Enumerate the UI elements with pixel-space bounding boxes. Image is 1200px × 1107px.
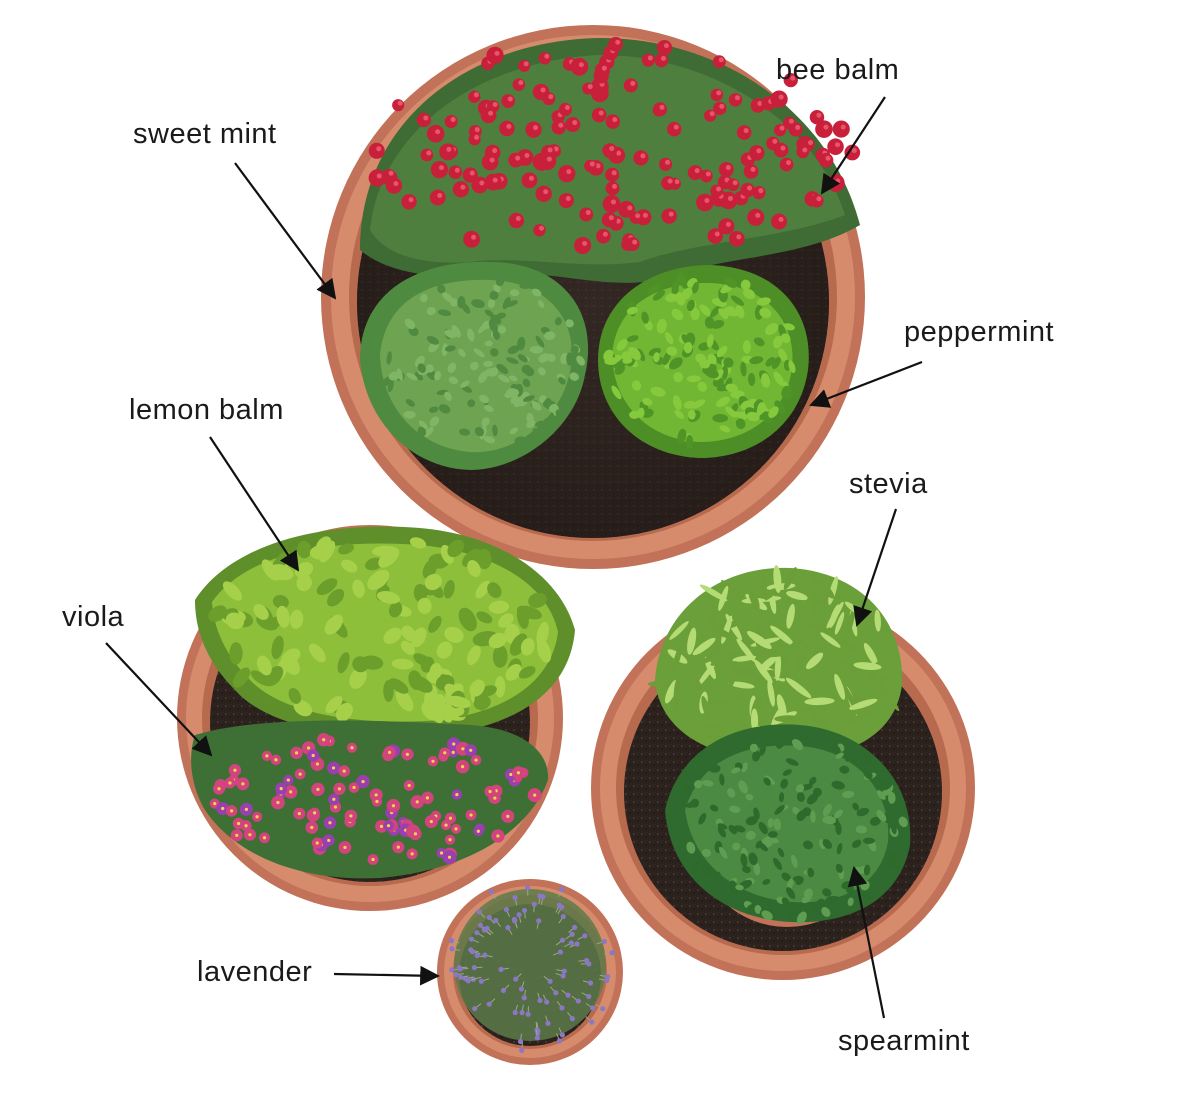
- arrow-viola: [105, 642, 213, 757]
- label-spearmint: spearmint: [838, 1025, 970, 1057]
- spearmint-leaves: [684, 733, 908, 925]
- bee-balm-plant: [360, 36, 861, 283]
- peppermint-leaves: [603, 271, 796, 450]
- arrow-stevia: [853, 508, 898, 627]
- stevia-leaves: [647, 565, 900, 753]
- label-viola: viola: [62, 601, 125, 633]
- arrow-spearmint: [847, 866, 886, 1019]
- peppermint-plant: [598, 265, 809, 458]
- viola-plant: [191, 720, 549, 879]
- lemon-balm-plant: [195, 526, 575, 737]
- viola-flowers: [209, 733, 542, 865]
- bee-balm-flowers: [368, 36, 861, 255]
- stevia-plant: [647, 565, 903, 760]
- arrow-lavender: [333, 965, 440, 986]
- label-lemon-balm: lemon balm: [129, 394, 284, 426]
- label-stevia: stevia: [849, 468, 928, 500]
- label-bee-balm: bee balm: [776, 54, 900, 86]
- sweet-mint-plant: [360, 261, 589, 470]
- sweet-mint-leaves: [382, 277, 586, 444]
- label-peppermint: peppermint: [904, 316, 1055, 348]
- arrow-peppermint: [809, 360, 923, 408]
- lavender-spikes: [448, 885, 615, 1054]
- arrow-bee-balm: [820, 96, 886, 195]
- arrow-lemon-balm: [209, 436, 300, 572]
- label-lavender: lavender: [197, 956, 313, 988]
- arrow-sweet-mint: [234, 162, 337, 300]
- leader-lines: [105, 96, 923, 1019]
- lavender-plant: [448, 885, 615, 1054]
- label-sweet-mint: sweet mint: [133, 118, 277, 150]
